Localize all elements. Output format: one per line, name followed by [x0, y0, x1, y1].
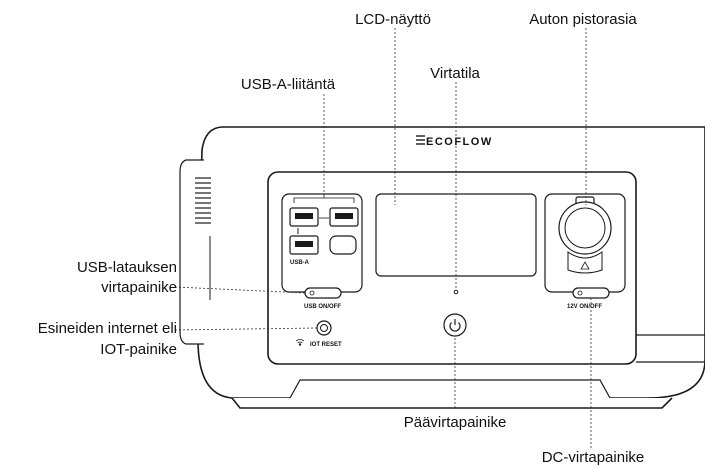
main-power-button[interactable] [443, 313, 467, 337]
usb-a-text: USB-A [290, 260, 310, 266]
dc-onoff-text: 12V ON/OFF [567, 304, 602, 310]
power-status-indicator [453, 289, 459, 295]
brand-logo: ECOFLOW [416, 135, 493, 148]
label-usb-power-button-line2: virtapainike [101, 279, 177, 296]
handle-grip-icon [195, 177, 211, 224]
label-main-power-button: Päävirtapainike [404, 414, 507, 431]
usb-section: USB-A USB ON/OFF [281, 193, 363, 310]
label-lcd: LCD-näyttö [355, 11, 431, 28]
iot-reset-button[interactable] [316, 320, 332, 336]
leader-lines [174, 28, 592, 448]
label-usb-a-port: USB-A-liitäntä [241, 76, 336, 93]
wifi-icon [295, 339, 305, 346]
power-icon [449, 319, 461, 332]
usb-blank-plate [329, 235, 357, 255]
dc-power-button[interactable] [572, 287, 610, 299]
brand-logo-text: ECOFLOW [426, 136, 493, 148]
label-usb-power-button-line1: USB-latauksen [77, 259, 177, 276]
iot-section: IOT RESET [295, 320, 342, 348]
label-iot-button-line2: IOT-painike [100, 341, 177, 358]
usb-power-button[interactable] [304, 287, 342, 299]
dc-section: 12V ON/OFF [544, 193, 626, 310]
label-iot-button-line1: Esineiden internet eli [38, 320, 177, 337]
car-socket[interactable] [558, 201, 612, 255]
label-car-socket: Auton pistorasia [529, 11, 637, 28]
usb-onoff-text: USB ON/OFF [304, 304, 341, 310]
label-dc-power-button: DC-virtapainike [542, 449, 645, 466]
iot-reset-text: IOT RESET [310, 342, 342, 348]
warning-triangle-icon [580, 261, 590, 270]
logo-mark-icon [416, 135, 425, 145]
label-power-status: Virtatila [430, 65, 480, 82]
